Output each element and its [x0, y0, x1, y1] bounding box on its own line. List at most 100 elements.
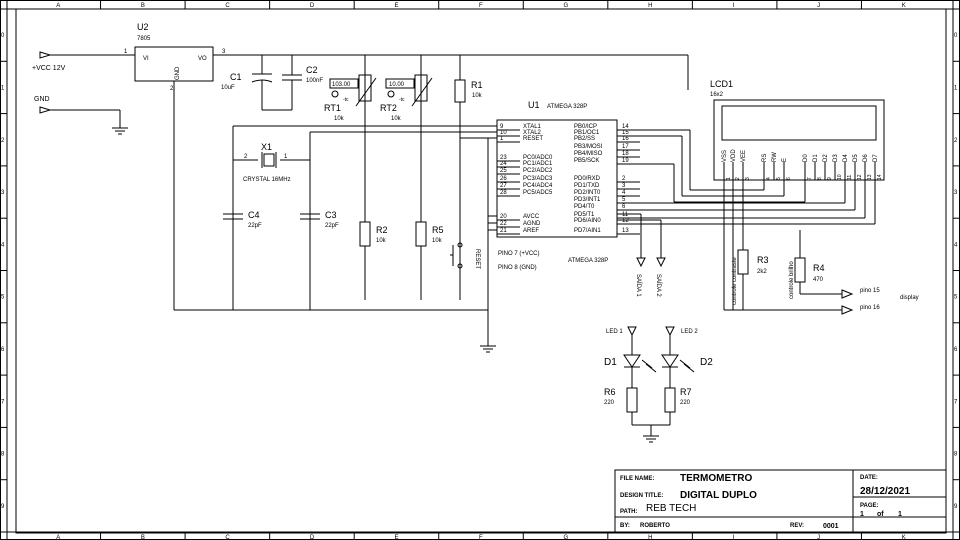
col-label-bottom: H	[648, 535, 652, 540]
col-label-bottom: D	[310, 535, 315, 540]
u1-pin-name: RESET	[523, 136, 543, 142]
rt1-value: 10k	[334, 116, 345, 122]
r3-ref: R3	[757, 255, 769, 265]
u1-pin-name: PD6/AIN0	[574, 218, 601, 224]
u2-pin2: 2	[170, 86, 174, 92]
u1-pin-num: 27	[500, 183, 507, 189]
rt2-display: 10.00	[389, 82, 405, 88]
file-name: TERMOMETRO	[680, 473, 752, 484]
path-value: REB TECH	[646, 503, 696, 514]
row-label-left: 8	[1, 452, 5, 458]
u1-pin-name: PD4/T0	[574, 204, 595, 210]
u1-pin-num: 13	[622, 228, 629, 234]
r2-resistor: R2 10k	[359, 221, 388, 247]
page-value: 1	[860, 511, 864, 518]
row-label-right: 9	[954, 504, 958, 510]
r1-resistor: R1 10k	[454, 55, 497, 300]
u1-pin-name: PC1/ADC1	[523, 161, 553, 167]
x1-value: CRYSTAL 16MHz	[243, 177, 291, 183]
c3-capacitor: C3 22pF	[300, 210, 339, 229]
u1-pin-num: 16	[622, 136, 629, 142]
u1-ref: U1	[528, 100, 540, 110]
r7-ref: R7	[680, 387, 692, 397]
row-label-right: 7	[954, 399, 958, 405]
lcd-pin-name: E	[782, 158, 788, 162]
r2-value: 10k	[376, 238, 387, 244]
led2: LED 2 D2 R7 220	[632, 326, 713, 443]
r1-ref: R1	[471, 80, 483, 90]
date-value: 28/12/2021	[860, 486, 910, 497]
u1-pin-num: 1	[500, 136, 504, 142]
saida1-label: SAÍDA 1	[635, 274, 642, 297]
lcd-pin-num: 13	[867, 174, 873, 180]
c3-value: 22pF	[325, 223, 339, 229]
u1-pin-name: PB3/MOSI	[574, 144, 603, 150]
u1-pin-num: 28	[500, 190, 507, 196]
u1-pin-name: PC5/ADC5	[523, 190, 553, 196]
u1-pin-name: PB4/MISO	[574, 151, 603, 157]
lcd-pin-num: 5	[776, 177, 782, 180]
row-label-right: 8	[954, 452, 958, 458]
row-label-left: 0	[1, 33, 5, 39]
lcd-pin-num: 10	[837, 174, 843, 180]
col-label-top: K	[902, 3, 906, 9]
rt1-temp: -tc	[343, 97, 349, 103]
col-label-bottom: G	[564, 535, 569, 540]
row-label-left: 3	[1, 190, 5, 196]
c2-capacitor: C2 100nF	[262, 55, 323, 111]
u1-pin-name: PB1/OC1	[574, 130, 600, 136]
lcd-pin-name: D3	[833, 154, 839, 162]
u1-pin-num: 18	[622, 151, 629, 157]
col-label-top: G	[564, 3, 569, 9]
col-label-top: A	[56, 3, 60, 9]
r2-ref: R2	[376, 225, 388, 235]
reset-button-label: RESET	[474, 249, 480, 269]
x1-pin1: 1	[284, 154, 288, 160]
gnd-input: GND	[34, 96, 128, 135]
lcd-backlight-wires: pino 15 pino 16 display	[724, 288, 919, 315]
c2-value: 100nF	[306, 78, 323, 84]
design-title-label: DESIGN TITLE:	[620, 493, 663, 499]
u1-pin-num: 5	[622, 197, 626, 203]
lcd-pin-num: 2	[735, 177, 741, 180]
lcd-pin-name: D1	[813, 154, 819, 162]
lcd-pin-num: 3	[745, 177, 751, 180]
u1-pin-num: 2	[622, 176, 626, 182]
u1-pin-num: 9	[500, 124, 504, 130]
u1-pin-name: XTAL2	[523, 130, 542, 136]
col-label-top: E	[394, 3, 398, 9]
path-label: PATH:	[620, 509, 637, 515]
r3-value: 2k2	[757, 269, 767, 275]
lcd-pin-name: D5	[853, 154, 859, 162]
col-label-bottom: B	[141, 535, 145, 540]
col-label-top: F	[479, 3, 483, 9]
date-label: DATE:	[860, 475, 878, 481]
u1-pin-name: AVCC	[523, 214, 540, 220]
saida2-label: SAÍDA 2	[655, 274, 662, 297]
u1-pin-num: 20	[500, 214, 507, 220]
row-label-left: 2	[1, 138, 5, 144]
vcc-input: +VCC 12V	[32, 51, 135, 72]
c1-ref: C1	[230, 72, 242, 82]
col-label-bottom: F	[479, 535, 483, 540]
lcd-pin-num: 9	[827, 177, 833, 180]
by-value: ROBERTO	[640, 523, 670, 529]
u1-pin-num: 4	[622, 190, 626, 196]
lcd-pin-num: 8	[817, 177, 823, 180]
u1-mcu: U1 ATMEGA 328P ATMEGA 328P PINO 7 (+VCC)…	[496, 100, 640, 271]
led2-label: LED 2	[681, 329, 698, 335]
u1-pin-name: PD2/INT0	[574, 190, 601, 196]
u1-note2: PINO 8 (GND)	[498, 265, 537, 271]
u1-pin-num: 22	[500, 221, 507, 227]
lcd-pin-num: 7	[807, 177, 813, 180]
r4-resistor: R4 470 controle brilho	[789, 230, 825, 299]
u2-gnd: GND	[175, 66, 181, 80]
u1-pin-name: PB5/SCK	[574, 158, 599, 164]
row-label-left: 1	[1, 85, 5, 91]
x1-ref: X1	[261, 142, 272, 152]
u2-ref: U2	[137, 22, 149, 32]
rt2-temp: -tc	[399, 97, 405, 103]
col-label-bottom: K	[902, 535, 906, 540]
lcd-ref: LCD1	[710, 79, 733, 89]
